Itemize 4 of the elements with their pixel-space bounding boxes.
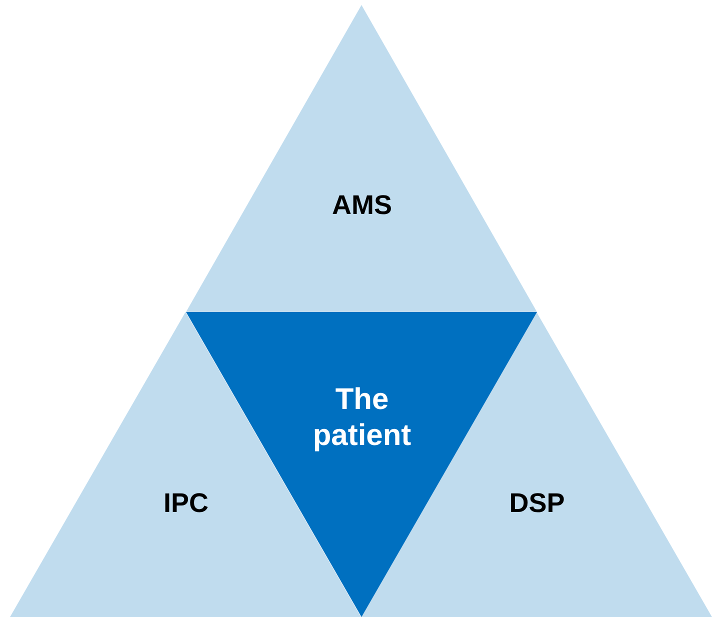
segment-label: AMS xyxy=(332,189,392,221)
segment-label: The patient xyxy=(312,382,412,454)
segment-label: IPC xyxy=(164,487,208,519)
segment-label: DSP xyxy=(509,487,565,519)
